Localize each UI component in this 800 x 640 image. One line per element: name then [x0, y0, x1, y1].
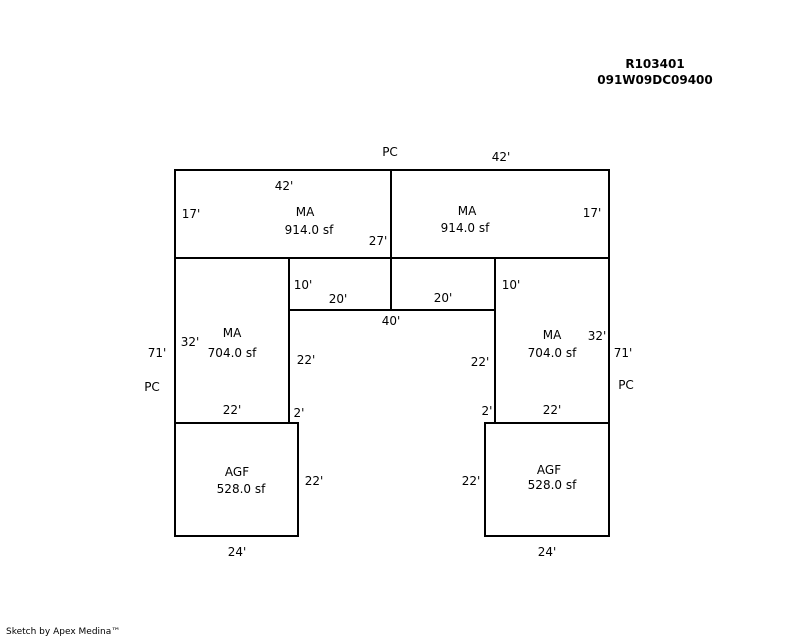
dim-22-left-inner: 22'	[297, 353, 316, 367]
right-wing-outline	[494, 257, 609, 423]
dim-32-left: 32'	[181, 335, 200, 349]
dim-10-right: 10'	[502, 278, 521, 292]
dim-24-right: 24'	[538, 545, 557, 559]
dim-22-right-inner: 22'	[471, 355, 490, 369]
area-code-ma-top-right: MA	[458, 204, 477, 218]
agf-right-outline	[484, 422, 610, 537]
dim-17-right: 17'	[583, 206, 602, 220]
dim-42-outer: 42'	[492, 150, 511, 164]
area-size-agf-left: 528.0 sf	[217, 482, 266, 496]
parcel-header: R103401 091W09DC09400	[560, 56, 750, 88]
dim-24-left: 24'	[228, 545, 247, 559]
area-code-ma-mid-right: MA	[543, 328, 562, 342]
area-code-agf-left: AGF	[225, 465, 249, 479]
dim-71-left: 71'	[148, 346, 167, 360]
dim-32-right: 32'	[588, 329, 607, 343]
dim-27-center: 27'	[369, 234, 388, 248]
dim-40-center: 40'	[382, 314, 401, 328]
map-number: 091W09DC09400	[597, 73, 713, 87]
sketch-credit: Sketch by Apex Medina™	[6, 627, 121, 637]
area-code-ma-mid-left: MA	[223, 326, 242, 340]
pc-label-right: PC	[618, 378, 634, 392]
area-code-agf-right: AGF	[537, 463, 561, 477]
dim-71-right: 71'	[614, 346, 633, 360]
agf-left-outline	[174, 422, 299, 537]
parcel-id: R103401	[625, 57, 685, 71]
dim-22-left-bottom: 22'	[223, 403, 242, 417]
dim-2-left: 2'	[294, 406, 305, 420]
dim-42-inner: 42'	[275, 179, 294, 193]
area-size-ma-top-right: 914.0 sf	[441, 221, 490, 235]
dim-22-agf-left: 22'	[305, 474, 324, 488]
dim-22-right-bottom: 22'	[543, 403, 562, 417]
area-size-agf-right: 528.0 sf	[528, 478, 577, 492]
dim-20-right: 20'	[434, 291, 453, 305]
left-wing-outline	[175, 257, 290, 423]
pc-label-left: PC	[144, 380, 160, 394]
area-code-ma-top-left: MA	[296, 205, 315, 219]
pc-label-top: PC	[382, 145, 398, 159]
dim-10-left: 10'	[294, 278, 313, 292]
area-size-ma-mid-right: 704.0 sf	[528, 346, 577, 360]
dim-20-left: 20'	[329, 292, 348, 306]
dim-22-agf-right: 22'	[462, 474, 481, 488]
area-size-ma-mid-left: 704.0 sf	[208, 346, 257, 360]
dim-17-left: 17'	[182, 207, 201, 221]
area-size-ma-top-left: 914.0 sf	[285, 223, 334, 237]
dim-2-right: 2'	[482, 404, 493, 418]
